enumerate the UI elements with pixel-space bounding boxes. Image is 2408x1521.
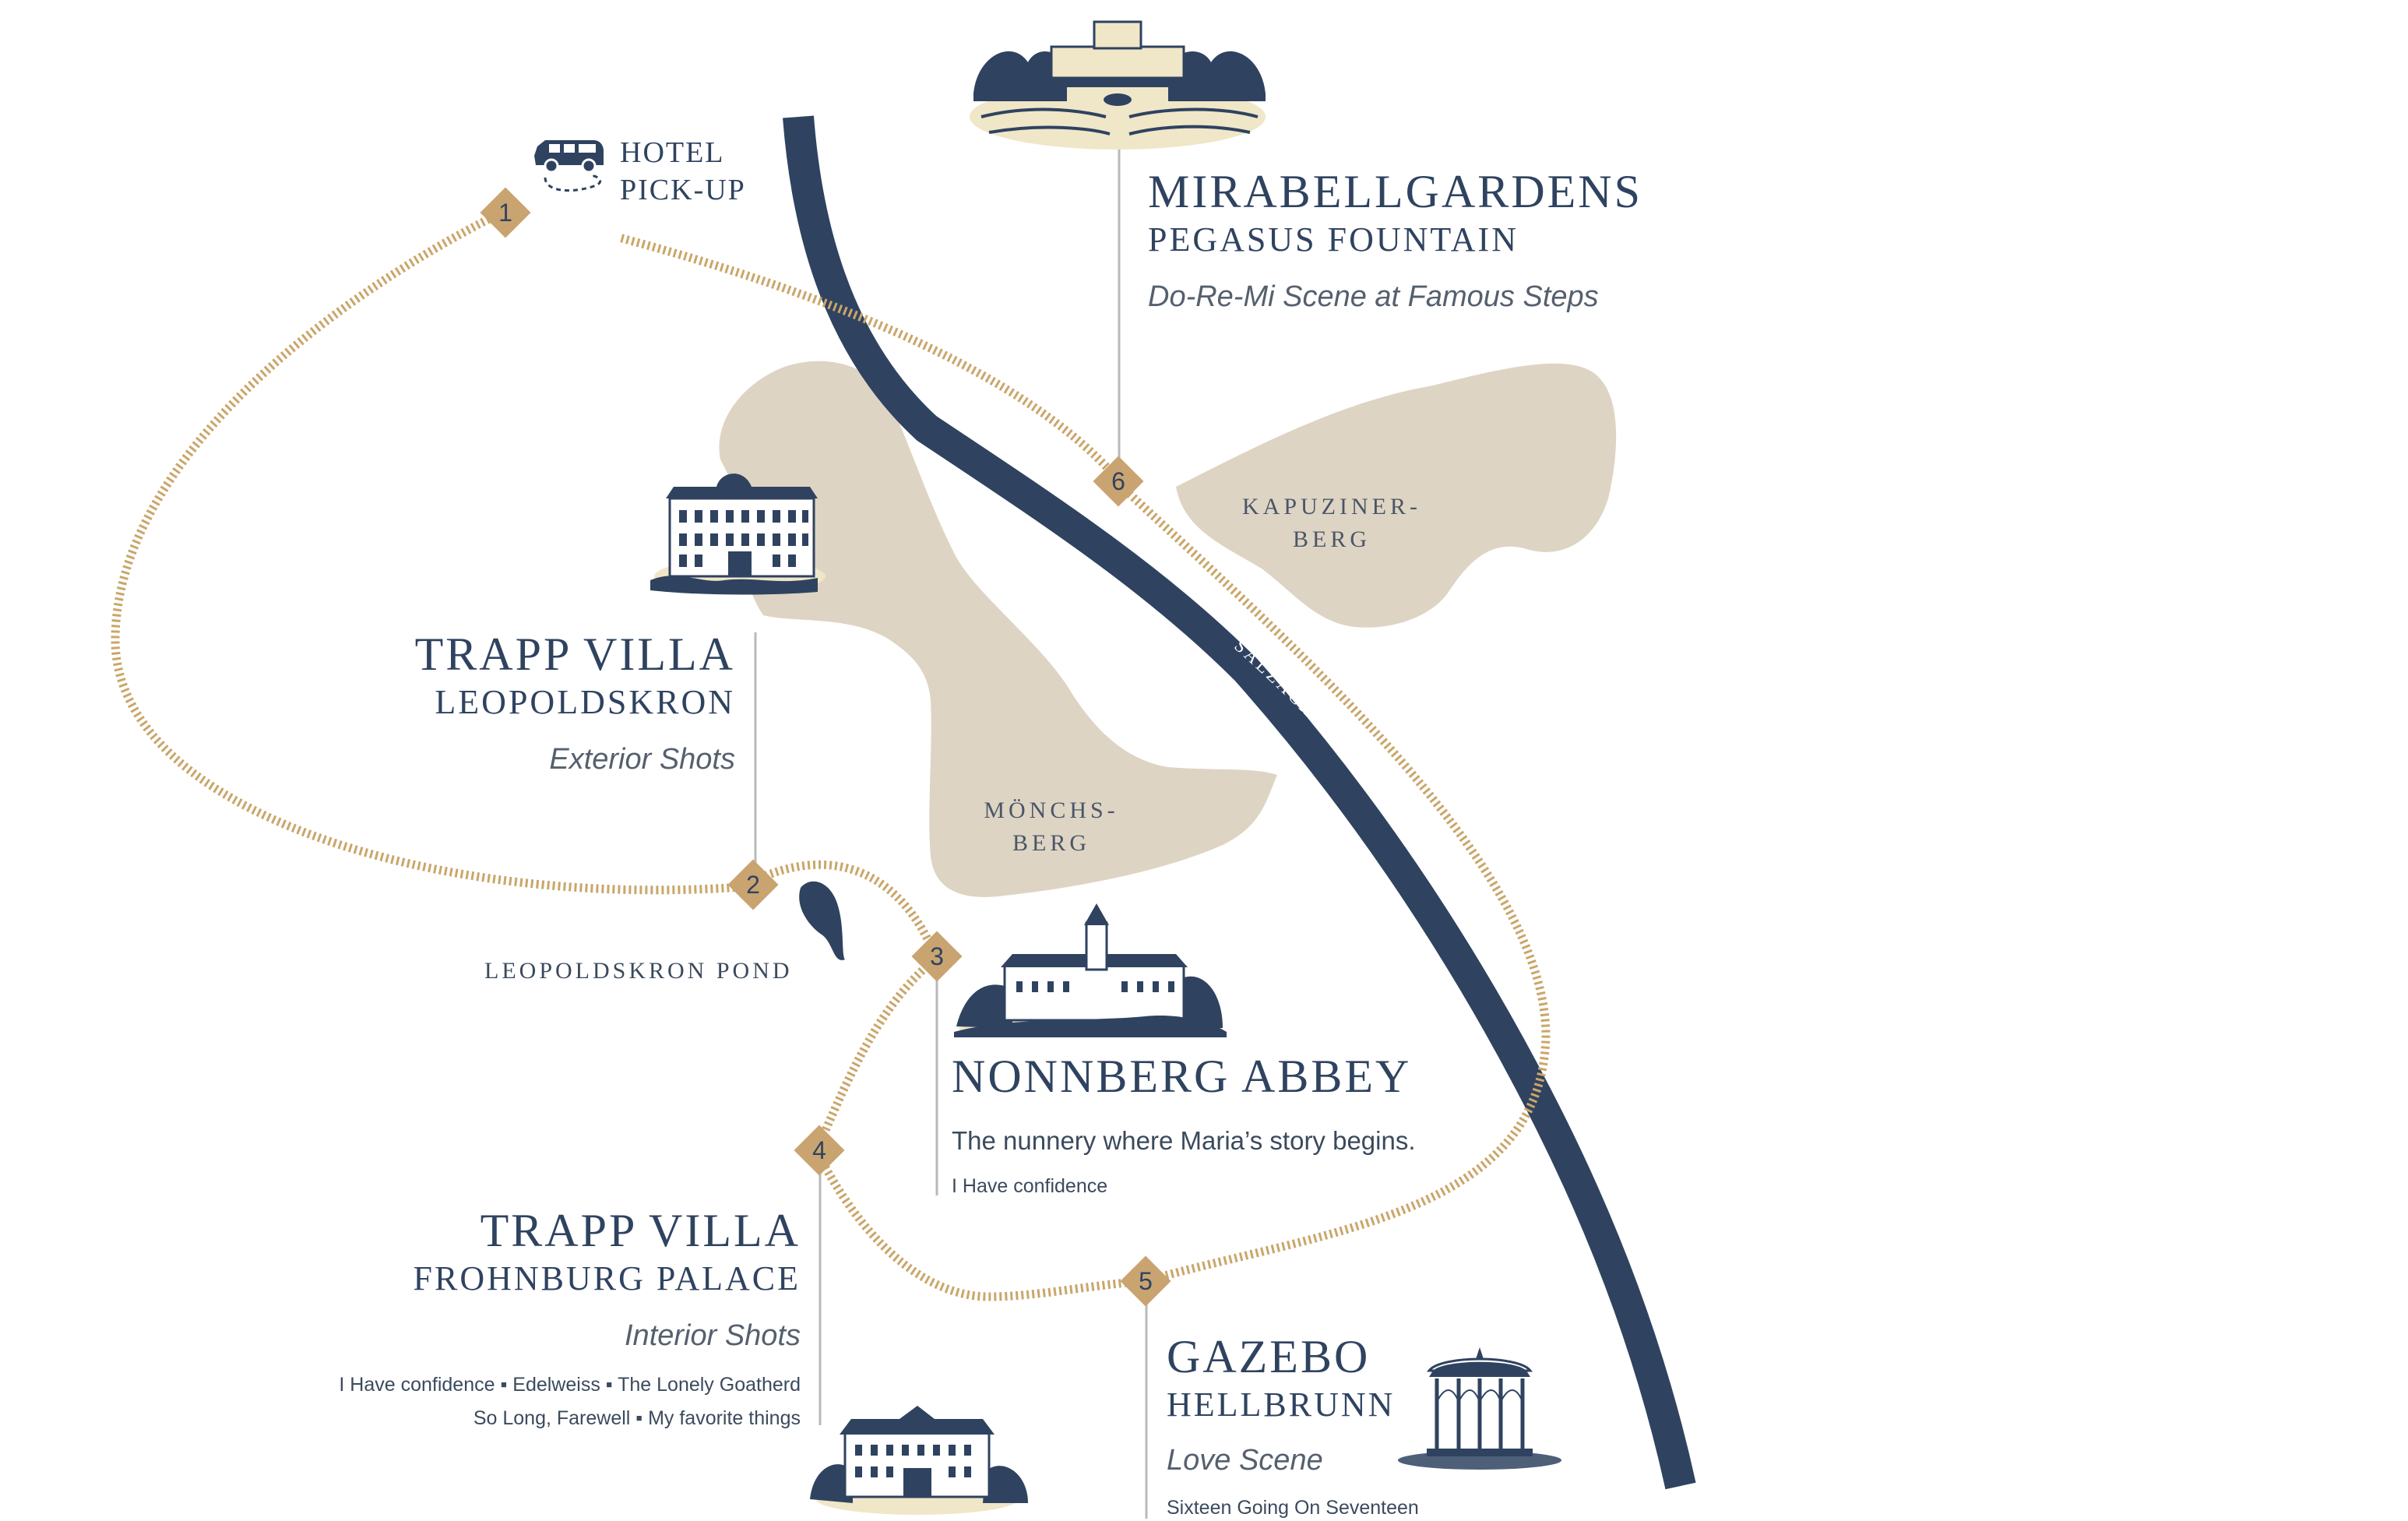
mirabell-subtitle: PEGASUS FOUNTAIN (1148, 220, 1519, 259)
gazebo-info: GAZEBO HELLBRUNN Love Scene Sixteen Goin… (1167, 1333, 1419, 1518)
gazebo-title: GAZEBO (1167, 1331, 1371, 1382)
pickup-label-line2: PICK-UP (620, 174, 746, 206)
nonnberg-songs: I Have confidence (952, 1175, 1108, 1197)
marker-1-number: 1 (498, 199, 512, 227)
kapuzinerberg-hill (1176, 363, 1617, 628)
leopoldskron-scene: Exterior Shots (549, 743, 735, 776)
marker-1: 1 (480, 187, 531, 238)
mirabell-title: MIRABELLGARDENS (1148, 166, 1643, 217)
mirabell-scene: Do-Re-Mi Scene at Famous Steps (1148, 280, 1599, 313)
leopoldskron-subtitle: LEOPOLDSKRON (435, 683, 735, 721)
marker-6-number: 6 (1111, 467, 1125, 495)
frohnburg-scene: Interior Shots (625, 1319, 801, 1352)
gazebo-subtitle: HELLBRUNN (1167, 1385, 1396, 1424)
route-segment-3-4 (813, 956, 938, 1151)
frohnburg-info: TRAPP VILLA FROHNBURG PALACE Interior Sh… (296, 1207, 801, 1428)
moenchsberg-label: MÖNCHS- BERG (966, 794, 1137, 860)
tour-route (111, 210, 1551, 1301)
moenchsberg-label-line1: MÖNCHS- (984, 797, 1119, 823)
kapuzinerberg-label: KAPUZINER- BERG (1238, 491, 1425, 556)
marker-6: 6 (1093, 456, 1144, 507)
mirabell-info: MIRABELLGARDENS PEGASUS FOUNTAIN Do-Re-M… (1148, 168, 1642, 312)
frohnburg-subtitle: FROHNBURG PALACE (413, 1259, 801, 1297)
marker-2-number: 2 (746, 871, 760, 899)
pond-label: LEOPOLDSKRON POND (484, 958, 793, 984)
route-segment-2-3 (753, 860, 939, 956)
leopoldskron-pond (799, 881, 845, 960)
nonnberg-abbey-illustration (954, 903, 1227, 1037)
salzach-river (783, 115, 1696, 1490)
nonnberg-info: NONNBERG ABBEY The nunnery where Maria’s… (952, 1053, 1416, 1196)
gazebo-songs: Sixteen Going On Seventeen (1167, 1497, 1419, 1519)
gazebo-illustration (1398, 1347, 1561, 1470)
marker-4-number: 4 (812, 1136, 826, 1164)
leopoldskron-palace-illustration (650, 474, 826, 595)
pickup-label-line1: HOTEL (620, 136, 725, 169)
pickup-label: HOTEL PICK-UP (620, 134, 746, 209)
mirabell-palace-illustration (970, 20, 1266, 150)
marker-3-number: 3 (930, 942, 944, 970)
moenchsberg-label-line2: BERG (1012, 830, 1090, 856)
frohnburg-songs-line1: I Have confidence ▪ Edelweiss ▪ The Lone… (339, 1374, 801, 1396)
marker-2: 2 (727, 859, 779, 910)
nonnberg-title: NONNBERG ABBEY (952, 1051, 1412, 1102)
marker-5: 5 (1120, 1255, 1171, 1307)
label-stems (754, 131, 1148, 1519)
gazebo-scene: Love Scene (1167, 1444, 1323, 1477)
frohnburg-palace-illustration (810, 1406, 1028, 1515)
frohnburg-title: TRAPP VILLA (480, 1205, 801, 1256)
leopoldskron-title: TRAPP VILLA (414, 628, 735, 680)
leopoldskron-info: TRAPP VILLA LEOPOLDSKRON Exterior Shots (389, 631, 735, 774)
moenchsberg-hill (719, 361, 1277, 897)
marker-5-number: 5 (1139, 1267, 1153, 1295)
kapuzinerberg-label-line2: BERG (1292, 526, 1371, 552)
marker-4: 4 (794, 1125, 845, 1176)
route-segment-5-6 (1114, 479, 1551, 1286)
frohnburg-songs-line2: So Long, Farewell ▪ My favorite things (473, 1407, 801, 1429)
route-markers: 1 2 3 4 5 6 (480, 187, 1171, 1307)
marker-3: 3 (911, 931, 963, 982)
kapuzinerberg-label-line1: KAPUZINER- (1242, 494, 1421, 519)
van-icon (534, 140, 604, 192)
route-segment-1-2 (111, 210, 752, 895)
route-segment-6-pickup (618, 233, 1121, 482)
nonnberg-description: The nunnery where Maria’s story begins. (952, 1126, 1416, 1155)
